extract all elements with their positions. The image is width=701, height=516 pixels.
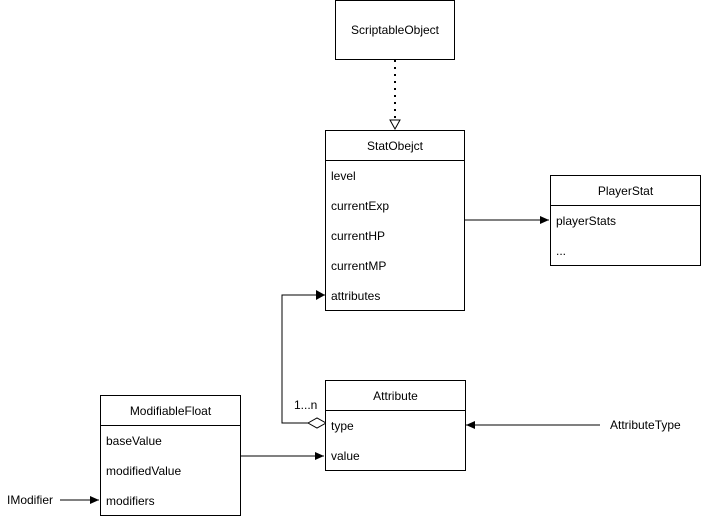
statobject-field-currentexp: currentExp bbox=[331, 199, 390, 213]
statobject-class[interactable]: StatObejct level currentExp currentHP cu… bbox=[325, 130, 465, 311]
modifiablefloat-class[interactable]: ModifiableFloat baseValue modifiedValue … bbox=[100, 395, 241, 516]
scriptableobject-box[interactable]: ScriptableObject bbox=[335, 0, 455, 60]
attribute-class[interactable]: Attribute type value bbox=[325, 380, 466, 471]
attributetype-label: AttributeType bbox=[610, 418, 681, 432]
playerstat-title: PlayerStat bbox=[551, 176, 700, 206]
playerstat-field-playerstats: playerStats bbox=[556, 214, 617, 228]
playerstat-field-ellipsis: ... bbox=[556, 244, 567, 258]
statobject-field-attributes: attributes bbox=[331, 289, 381, 303]
statobject-title: StatObejct bbox=[326, 131, 464, 161]
modifiablefloat-field-modifiedvalue: modifiedValue bbox=[106, 464, 182, 478]
attribute-field-type: type bbox=[331, 419, 354, 433]
statobject-field-currentmp: currentMP bbox=[331, 259, 387, 273]
statobject-field-currenthp: currentHP bbox=[331, 229, 386, 243]
imodifier-label: IModifier bbox=[7, 493, 54, 507]
aggregation-arrowhead bbox=[316, 290, 325, 300]
statobject-field-level: level bbox=[331, 169, 356, 183]
aggregation-edge-attribute-attributes bbox=[281, 294, 326, 423]
attribute-field-value: value bbox=[331, 449, 360, 463]
modifiablefloat-title: ModifiableFloat bbox=[101, 396, 240, 426]
playerstat-class[interactable]: PlayerStat playerStats ... bbox=[550, 175, 701, 266]
attribute-title: Attribute bbox=[326, 381, 465, 411]
modifiablefloat-field-modifiers: modifiers bbox=[106, 494, 155, 508]
multiplicity-label: 1...n bbox=[294, 398, 318, 412]
modifiablefloat-field-basevalue: baseValue bbox=[106, 434, 162, 448]
scriptableobject-title: ScriptableObject bbox=[350, 23, 440, 37]
